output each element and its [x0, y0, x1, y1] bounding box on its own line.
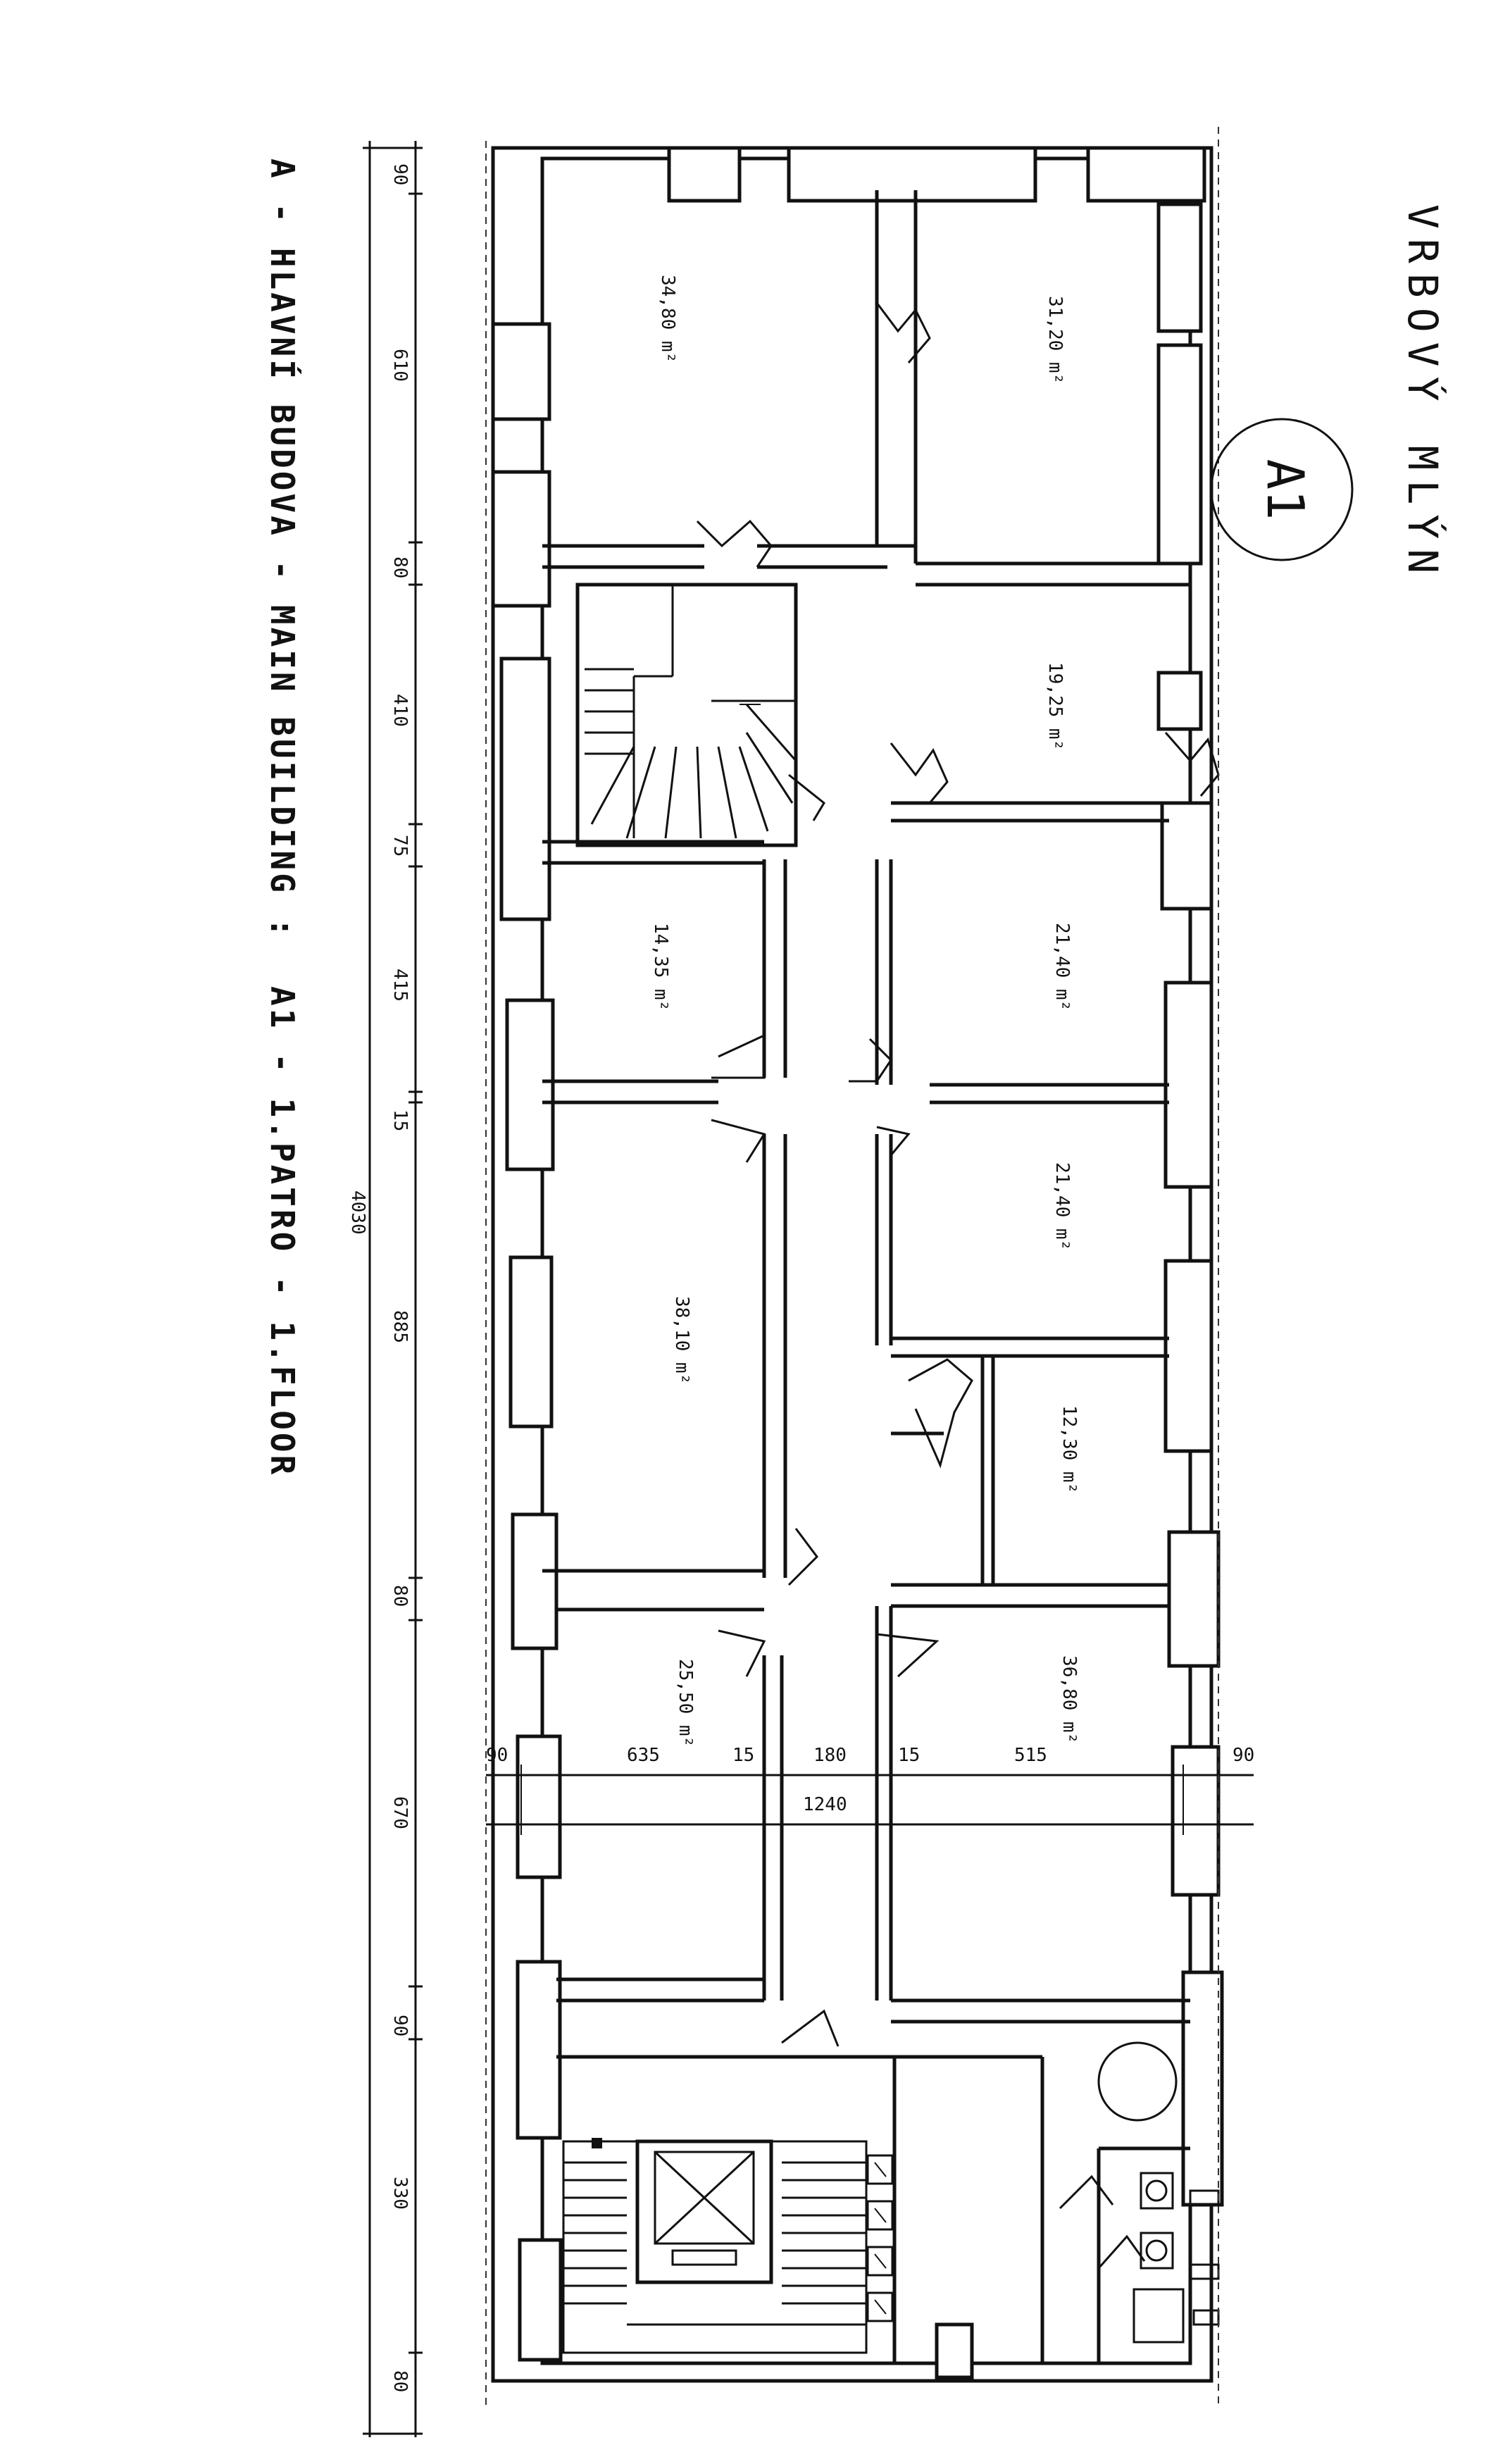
dim-long: 15	[389, 1109, 411, 1131]
dim-cross-total: 1240	[803, 1794, 847, 1815]
dim-long: 80	[389, 556, 411, 578]
dim-cross: 15	[898, 1745, 920, 1766]
dim-long: 410	[389, 694, 411, 727]
dim-long: 330	[389, 2177, 411, 2210]
room-area: 21,40 m²	[1052, 1162, 1073, 1250]
caption-floor: A1 - 1.PATRO - 1.FLOOR	[263, 986, 301, 1477]
room-area: 36,80 m²	[1059, 1655, 1080, 1743]
dim-cross: 635	[627, 1745, 660, 1766]
room-area: 38,10 m²	[671, 1296, 692, 1384]
caption-building: A - HLAVNÍ BUDOVA - MAIN BUILDING :	[263, 158, 301, 940]
room-area: 19,25 m²	[1044, 662, 1066, 750]
room-area: 31,20 m²	[1044, 296, 1066, 384]
dim-long: 90	[389, 163, 411, 185]
dim-cross: 180	[813, 1745, 847, 1766]
room-area: 34,80 m²	[657, 275, 678, 363]
dim-long: 415	[389, 969, 411, 1002]
sheet-caption: A - HLAVNÍ BUDOVA - MAIN BUILDING : A1 -…	[263, 158, 301, 1477]
room-area: 12,30 m²	[1059, 1405, 1080, 1493]
door-swings	[696, 302, 1220, 2269]
dim-long: 75	[389, 835, 411, 857]
room-area: 25,50 m²	[675, 1659, 696, 1747]
interior-walls	[542, 190, 1190, 2363]
dim-total: 4030	[347, 1190, 368, 1235]
building-stamp: A1 VRBOVÝ MLÝN	[1210, 204, 1447, 583]
dimension-lines	[363, 127, 1254, 2437]
dim-cross: 515	[1014, 1745, 1047, 1766]
stamp-badge-label: A1	[1256, 459, 1315, 521]
dim-cross: 15	[732, 1745, 754, 1766]
dim-cross: 90	[486, 1745, 508, 1766]
sanitary-fixtures	[866, 2041, 1220, 2344]
outer-walls	[491, 146, 1224, 2383]
dim-long: 80	[389, 2370, 411, 2392]
dim-long: 670	[389, 1796, 411, 1829]
room-area-labels: 34,80 m² 31,20 m² 19,25 m² 14,35 m² 21,4…	[650, 275, 1080, 1747]
dimension-texts: 90 610 80 410 75 415 15 885 80 670 90 33…	[347, 163, 1254, 2392]
stair-lower-with-lift	[562, 2138, 868, 2354]
dim-cross: 90	[1233, 1745, 1254, 1766]
stamp-title: VRBOVÝ MLÝN	[1399, 204, 1447, 583]
dim-long: 90	[389, 2015, 411, 2036]
stair-upper	[585, 585, 797, 839]
dim-long: 610	[389, 349, 411, 382]
dim-long: 885	[389, 1310, 411, 1343]
dim-long: 80	[389, 1585, 411, 1607]
room-area: 14,35 m²	[650, 923, 671, 1011]
room-area: 21,40 m²	[1052, 923, 1073, 1011]
